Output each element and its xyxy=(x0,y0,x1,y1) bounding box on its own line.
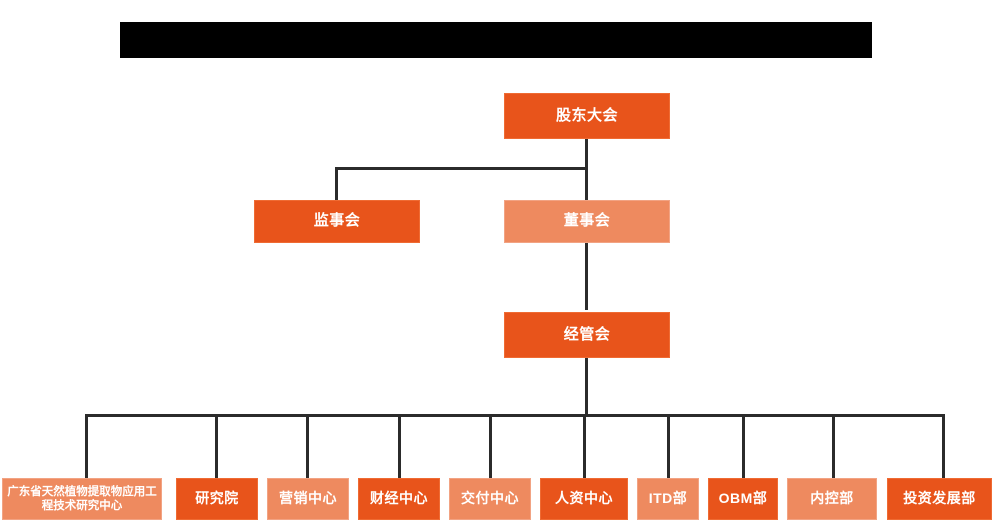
node-delivery-center[interactable]: 交付中心 xyxy=(449,478,531,520)
connector-drop-10 xyxy=(942,414,945,478)
connector-drop-9 xyxy=(832,414,835,478)
node-shareholders-meeting[interactable]: 股东大会 xyxy=(504,93,670,139)
redacted-title-bar xyxy=(120,22,872,58)
connector-to-supervisory-board xyxy=(335,167,338,200)
connector-l1-stem xyxy=(585,139,588,169)
connector-drop-5 xyxy=(489,414,492,478)
connector-management-stem xyxy=(585,358,588,416)
connector-drop-1 xyxy=(85,414,88,478)
node-obm-department[interactable]: OBM部 xyxy=(708,478,778,520)
node-investment-development-department[interactable]: 投资发展部 xyxy=(887,478,992,520)
connector-to-board-of-directors xyxy=(585,167,588,200)
node-supervisory-board[interactable]: 监事会 xyxy=(254,200,420,243)
connector-department-bus xyxy=(85,414,945,417)
connector-drop-2 xyxy=(215,414,218,478)
node-itd-department[interactable]: ITD部 xyxy=(637,478,699,520)
node-hr-center[interactable]: 人资中心 xyxy=(540,478,628,520)
connector-l1-bridge xyxy=(335,167,588,170)
connector-drop-6 xyxy=(583,414,586,478)
connector-drop-4 xyxy=(398,414,401,478)
connector-drop-7 xyxy=(667,414,670,478)
node-guangdong-research-center[interactable]: 广东省天然植物提取物应用工程技术研究中心 xyxy=(2,478,162,520)
node-board-of-directors[interactable]: 董事会 xyxy=(504,200,670,243)
connector-drop-8 xyxy=(742,414,745,478)
node-internal-control-department[interactable]: 内控部 xyxy=(787,478,877,520)
node-research-institute[interactable]: 研究院 xyxy=(176,478,258,520)
node-finance-center[interactable]: 财经中心 xyxy=(358,478,440,520)
connector-board-to-management xyxy=(585,243,588,310)
connector-drop-3 xyxy=(306,414,309,478)
node-management-committee[interactable]: 经管会 xyxy=(504,312,670,358)
node-marketing-center[interactable]: 营销中心 xyxy=(267,478,349,520)
